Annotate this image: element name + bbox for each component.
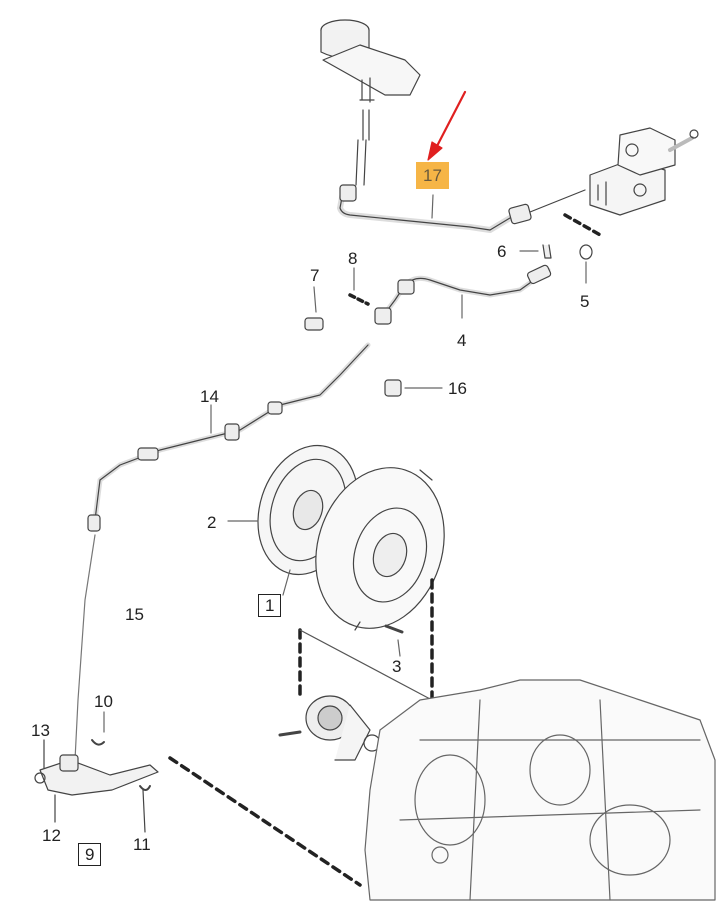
clutch-hose-14 (74, 342, 371, 761)
part-label-17[interactable]: 17 (416, 162, 449, 189)
part-label-15[interactable]: 15 (125, 605, 144, 624)
part-label-3[interactable]: 3 (392, 657, 402, 676)
pressure-plate (315, 467, 445, 631)
part-label-2[interactable]: 2 (207, 513, 217, 532)
part-label-14[interactable]: 14 (200, 387, 219, 406)
part-label-6[interactable]: 6 (497, 242, 507, 261)
leader-1 (282, 569, 291, 596)
bracket-line (299, 629, 433, 701)
dashed-link-9 (168, 756, 362, 887)
master-cylinder-reservoir (320, 19, 421, 186)
bolt-16 (384, 379, 443, 397)
part-label-8[interactable]: 8 (348, 249, 358, 268)
part-label-16[interactable]: 16 (448, 379, 467, 398)
part-label-9[interactable]: 9 (78, 843, 102, 866)
part-label-5[interactable]: 5 (580, 292, 590, 311)
part-label-11[interactable]: 11 (133, 835, 151, 854)
part-label-10[interactable]: 10 (94, 692, 113, 711)
o-ring-5 (579, 244, 593, 284)
pedal-cylinder (589, 127, 699, 216)
highlight-arrow (427, 90, 467, 161)
part-label-7[interactable]: 7 (310, 266, 320, 285)
part-label-1[interactable]: 1 (258, 594, 282, 617)
clutch-pipe-17 (337, 184, 586, 233)
pin-8 (348, 267, 370, 306)
release-bearing (278, 695, 381, 761)
slave-cylinder-12 (34, 711, 159, 833)
dashed-link-5 (563, 213, 604, 238)
bolt-7 (304, 286, 324, 331)
clip-6 (519, 244, 552, 259)
bolt-3 (384, 624, 404, 657)
part-label-13[interactable]: 13 (31, 721, 50, 740)
clutch-pipe-4 (374, 264, 552, 325)
part-label-12[interactable]: 12 (42, 826, 61, 845)
part-label-4[interactable]: 4 (457, 331, 467, 350)
gearbox-housing (364, 679, 716, 901)
